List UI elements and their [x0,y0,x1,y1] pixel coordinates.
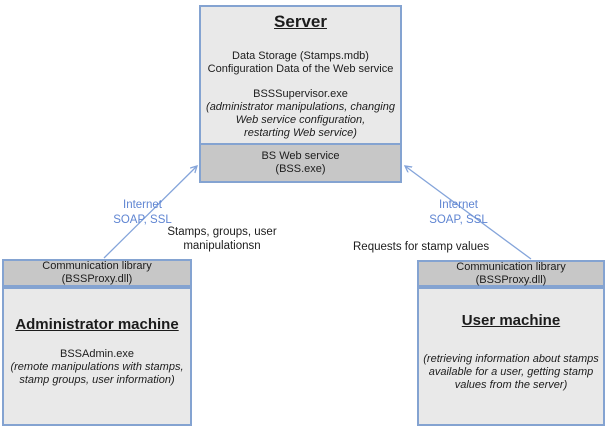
server-supervisor-block: BSSSupervisor.exe (administrator manipul… [201,88,400,140]
left-connection-note: Stamps, groups, user manipulationsn [167,226,277,252]
admin-comm-library-box: Communication library (BSSProxy.dll) [2,259,192,287]
user-comm-library-text: Communication library (BSSProxy.dll) [456,260,566,286]
bs-web-service-text: BS Web service (BSS.exe) [261,150,340,175]
server-supervisor-exe: BSSSupervisor.exe [253,88,348,100]
server-title: Server [274,12,327,31]
server-supervisor-note: (administrator manipulations, changing W… [206,101,395,139]
user-machine-box: User machine (retrieving information abo… [417,287,605,426]
admin-machine-program-block: BSSAdmin.exe (remote manipulations with … [4,348,190,387]
right-internet-soap-ssl-label: Internet SOAP, SSL [429,199,488,226]
admin-machine-title: Administrator machine [15,316,179,333]
user-to-server-arrow [405,166,532,260]
bs-web-service-box: BS Web service (BSS.exe) [199,143,402,183]
admin-to-server-arrow [103,166,197,259]
user-machine-note: (retrieving information about stamps ava… [423,353,599,391]
server-box: Server Data Storage (Stamps.mdb) Configu… [199,5,402,145]
right-connection-note: Requests for stamp values [353,241,490,253]
admin-machine-box: Administrator machine BSSAdmin.exe (remo… [2,287,192,426]
admin-machine-note: (remote manipulations with stamps, stamp… [10,361,184,386]
server-storage-text: Data Storage (Stamps.mdb) Configuration … [207,50,394,75]
user-comm-library-box: Communication library (BSSProxy.dll) [417,260,605,287]
admin-comm-library-text: Communication library (BSSProxy.dll) [42,260,152,285]
user-machine-title: User machine [461,312,561,329]
left-internet-soap-ssl-label: Internet SOAP, SSL [113,199,172,226]
admin-machine-exe: BSSAdmin.exe [60,348,134,360]
